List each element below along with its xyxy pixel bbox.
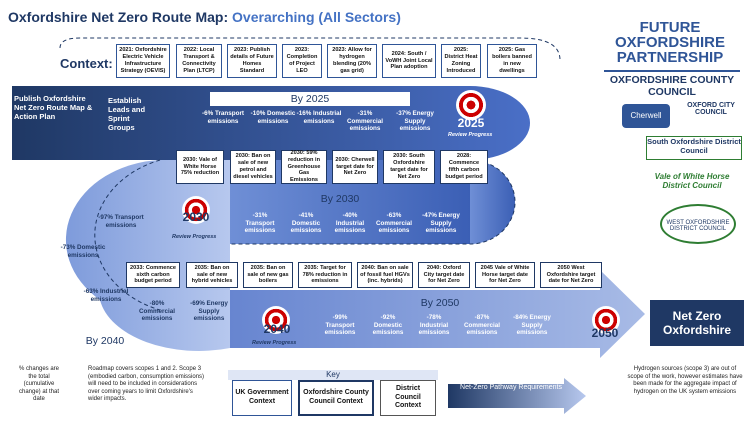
stat: -47% Energy Supply emissions — [422, 212, 460, 235]
year-2030: 2030 — [182, 210, 210, 224]
key-uk: UK Government Context — [232, 380, 292, 416]
stat: -99% Transport emissions — [324, 314, 356, 337]
page-title: Oxfordshire Net Zero Route Map: Overarch… — [8, 9, 401, 25]
context-box: 2023: Allow for hydrogen blending (20% g… — [327, 44, 377, 78]
context-box: 2030: 59% reduction in Greenhouse Gas Em… — [281, 150, 327, 184]
stat: -41% Domestic emissions — [290, 212, 322, 235]
stat: -6% Transport emissions — [202, 110, 244, 125]
by-2025-label: By 2025 — [210, 92, 410, 106]
future-oxfordshire-logo: FUTURE OXFORDSHIRE PARTNERSHIP — [614, 19, 725, 66]
stat: -37% Energy Supply emissions — [396, 110, 434, 133]
year-2025: 2025 — [457, 116, 485, 130]
key-county: Oxfordshire County Council Context — [298, 380, 374, 416]
cherwell-logo: Cherwell — [622, 104, 670, 128]
by-2030-label: By 2030 — [320, 193, 360, 205]
context-box: 2030: Ban on sale of new petrol and dies… — [230, 150, 276, 184]
stat: -63% Industrial emissions — [83, 288, 129, 303]
stat: -40% Industrial emissions — [334, 212, 366, 235]
by-2040-label: By 2040 — [85, 335, 125, 347]
review-progress: Review Progress — [172, 234, 217, 240]
context-label: Context: — [60, 56, 113, 71]
stat: -78% Industrial emissions — [418, 314, 450, 337]
target-icon — [592, 306, 620, 334]
context-box: 2028: Commence fifth carbon budget perio… — [440, 150, 488, 184]
context-box: 2040: Ban on sale of fossil fuel HGVs (i… — [357, 262, 413, 288]
context-box: 2025: District Heat Zoning Introduced — [441, 44, 481, 78]
stat: -92% Domestic emissions — [372, 314, 404, 337]
context-box: 2021: Oxfordshire Electric Vehicle Infra… — [116, 44, 170, 78]
review-progress: Review Progress — [448, 132, 493, 138]
stat: -69% Energy Supply emissions — [190, 300, 228, 323]
context-box: 2040: Oxford City target date for Net Ze… — [418, 262, 470, 288]
context-box: 2050 West Oxfordshire target date for Ne… — [540, 262, 602, 288]
target-icon — [182, 196, 210, 224]
oxfordshire-county-council-logo: OXFORDSHIRE COUNTY COUNCIL — [604, 70, 740, 98]
vale-of-white-horse-logo: Vale of White Horse District Council — [654, 172, 730, 190]
band-2040 — [230, 270, 645, 358]
context-box: 2035: Target for 78% reduction in emissi… — [298, 262, 352, 288]
south-oxfordshire-logo: South Oxfordshire District Council — [646, 136, 742, 160]
key-pathway-arrow — [448, 378, 586, 414]
context-box: 2033: Commence sixth carbon budget perio… — [126, 262, 180, 288]
year-2040: 2040 — [263, 322, 291, 336]
context-box: 2023: Completion of Project LEO — [282, 44, 322, 78]
target-icon — [262, 306, 290, 334]
year-2050: 2050 — [591, 326, 619, 340]
context-box: 2030: Vale of White Horse 75% reduction — [176, 150, 224, 184]
review-progress: Review Progress — [252, 340, 297, 346]
target-icon — [456, 90, 486, 120]
key-district: District Council Context — [380, 380, 436, 416]
establish-text: Establish Leads and Sprint Groups — [108, 96, 146, 132]
west-oxfordshire-logo: WEST OXFORDSHIRE DISTRICT COUNCIL — [660, 204, 736, 244]
pct-note: % changes are the total (cumulative chan… — [18, 366, 60, 402]
stat: -84% Energy Supply emissions — [513, 314, 551, 337]
context-box: 2024: South / VoWH Joint Local Plan adop… — [382, 44, 436, 78]
stat: -73% Domestic emissions — [60, 244, 106, 259]
context-box: 2035: Ban on sale of new hybrid vehicles — [186, 262, 238, 288]
context-box: 2030: South Oxfordshire target date for … — [383, 150, 435, 184]
by-2050-label: By 2050 — [420, 297, 460, 309]
context-box: 2030: Cherwell target date for Net Zero — [332, 150, 378, 184]
stat: -31% Commercial emissions — [346, 110, 384, 133]
oxford-city-logo: OXFORD CITY COUNCIL — [687, 102, 735, 116]
hydrogen-note: Hydrogen sources (scope 3) are out of sc… — [627, 366, 743, 395]
stat: -16% Industrial emissions — [296, 110, 342, 125]
context-box: 2035: Ban on sale of new gas boilers — [243, 262, 293, 288]
publish-text: Publish Oxfordshire Net Zero Route Map &… — [14, 94, 93, 121]
stat: -31% Transport emissions — [244, 212, 276, 235]
net-zero-box: Net Zero Oxfordshire — [650, 300, 744, 346]
stat: -10% Domestic emissions — [250, 110, 296, 125]
roadmap-note: Roadmap covers scopes 1 and 2. Scope 3 (… — [88, 366, 205, 402]
context-box: 2025: Gas boilers banned in new dwelling… — [487, 44, 537, 78]
stat: -87% Commercial emissions — [463, 314, 501, 337]
stat: -63% Commercial emissions — [375, 212, 413, 235]
key-pathway-label: Net-Zero Pathway Requirements — [460, 384, 562, 391]
context-box: 2022: Local Transport & Connectivity Pla… — [176, 44, 222, 78]
key-title: Key — [228, 370, 438, 380]
context-box: 2045 Vale of White Horse target date for… — [475, 262, 535, 288]
stat: -80% Commercial emissions — [138, 300, 176, 323]
context-box: 2023: Publish details of Future Homes St… — [227, 44, 277, 78]
stat: -97% Transport emissions — [98, 214, 144, 229]
